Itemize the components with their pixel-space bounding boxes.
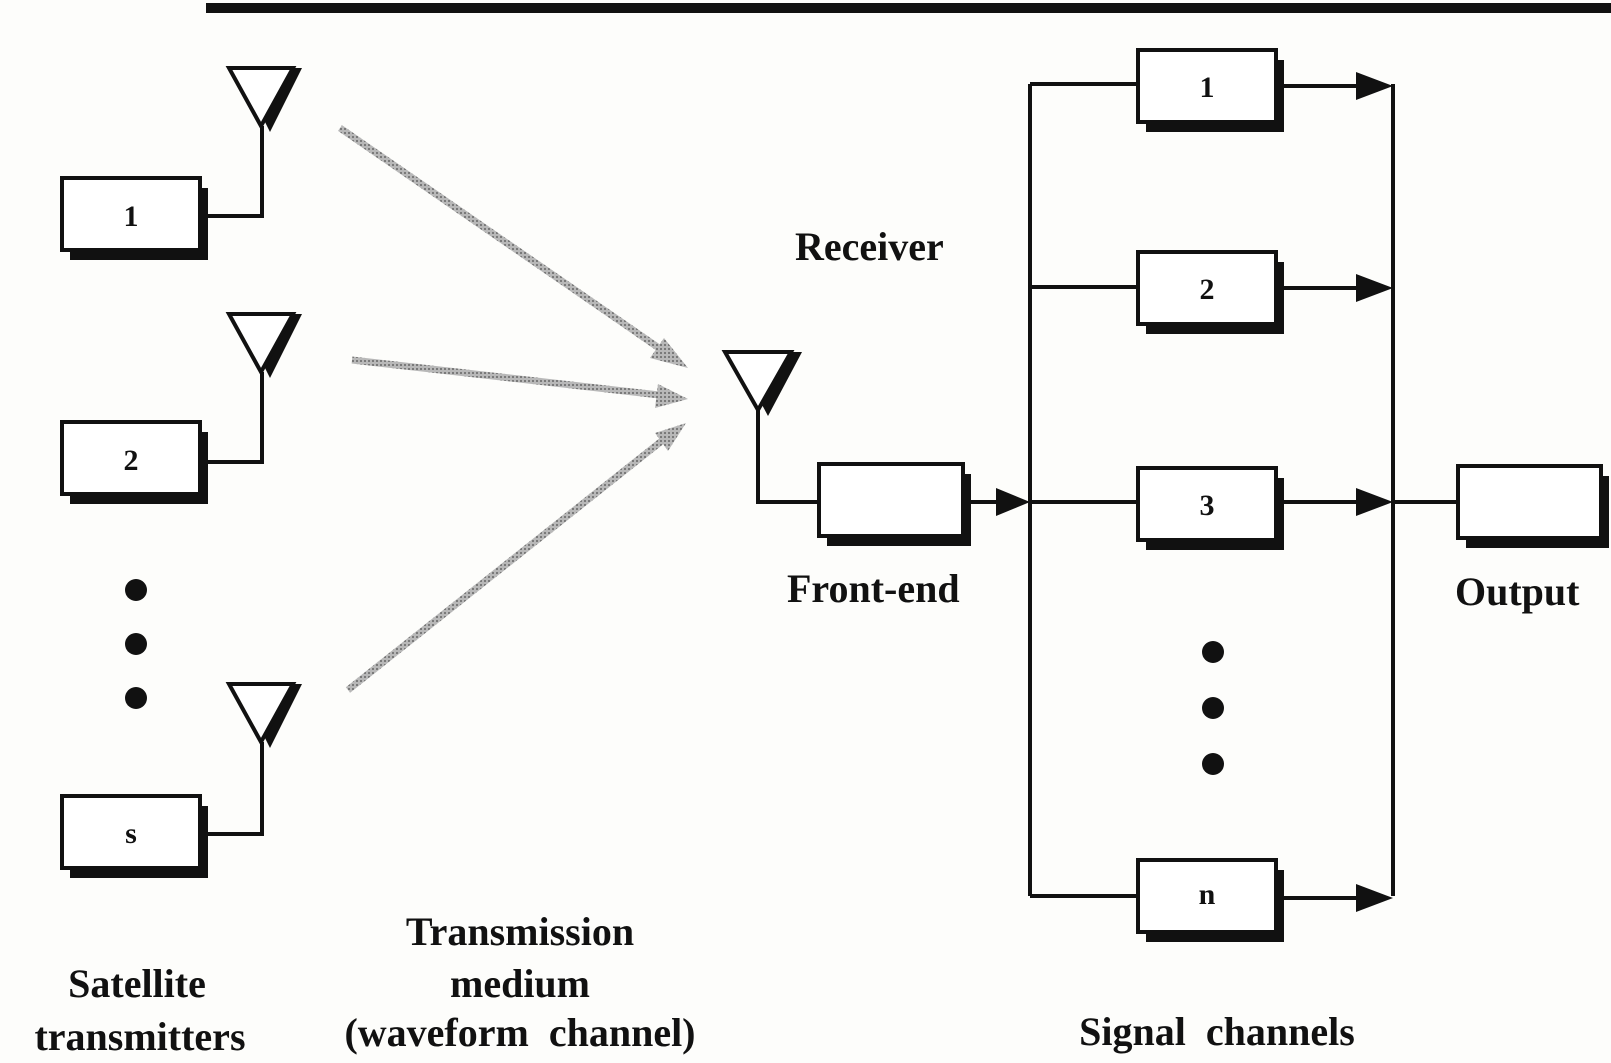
signal-arrowhead-1 — [650, 338, 688, 368]
output-block — [1456, 464, 1609, 548]
feed-line — [200, 372, 264, 464]
feed-line — [756, 410, 820, 504]
transmitter-1: 1 — [60, 66, 302, 260]
front-end-block — [817, 462, 1030, 546]
antenna-icon — [721, 350, 795, 415]
transmitter-2: 2 — [60, 312, 302, 504]
channel-label: 2 — [1200, 273, 1215, 306]
feed-line — [200, 126, 264, 218]
channel-box — [1136, 250, 1278, 326]
output-label: Output — [1455, 569, 1580, 614]
front-end-box — [817, 462, 965, 538]
output-box — [1456, 464, 1603, 540]
transmitters-caption-line2: transmitters — [34, 1014, 245, 1059]
transmitters-caption-line1: Satellite — [68, 961, 206, 1006]
antenna-icon — [225, 312, 297, 377]
channel-label: n — [1199, 878, 1216, 911]
signal-arrow-2 — [351, 356, 669, 400]
channel-n: n — [1030, 858, 1393, 942]
transmitter-label: 2 — [124, 444, 139, 477]
arrowhead — [1356, 72, 1393, 100]
medium-caption-line1: Transmission — [406, 909, 634, 954]
antenna-icon — [225, 682, 297, 747]
channel-label: 3 — [1200, 489, 1215, 522]
signal-arrow-3 — [345, 433, 671, 693]
channel-3: 3 — [1136, 466, 1393, 550]
signal-arrows — [338, 125, 688, 693]
signal-channels-caption: Signal channels — [1079, 1009, 1355, 1054]
transmitter-label: s — [125, 817, 137, 850]
ellipsis-dots-channels — [1202, 641, 1224, 775]
receiver-antenna — [721, 350, 820, 504]
feed-line — [200, 742, 264, 836]
arrowhead — [1356, 274, 1393, 302]
front-end-label: Front-end — [787, 566, 960, 611]
ellipsis-dots-transmitters — [125, 579, 147, 709]
top-rule — [206, 3, 1611, 13]
signal-arrowhead-2 — [655, 384, 688, 408]
transmitter-box — [60, 420, 202, 496]
signal-arrowhead-3 — [655, 423, 686, 451]
medium-caption-line3: (waveform channel) — [344, 1010, 695, 1055]
channel-box — [1136, 858, 1278, 934]
transmitter-label: 1 — [124, 200, 139, 233]
transmitter-s: s — [60, 682, 302, 878]
signal-arrow-1 — [338, 125, 674, 360]
antenna-icon — [225, 66, 297, 131]
arrowhead — [996, 488, 1030, 516]
arrowhead — [1356, 488, 1393, 516]
channel-2: 2 — [1030, 250, 1393, 334]
transmitter-box — [60, 176, 202, 252]
medium-caption-line2: medium — [450, 961, 590, 1006]
channel-1: 1 — [1030, 48, 1393, 132]
transmitter-box — [60, 794, 202, 870]
receiver-label: Receiver — [795, 224, 944, 269]
arrowhead — [1356, 884, 1393, 912]
channel-label: 1 — [1200, 71, 1215, 104]
